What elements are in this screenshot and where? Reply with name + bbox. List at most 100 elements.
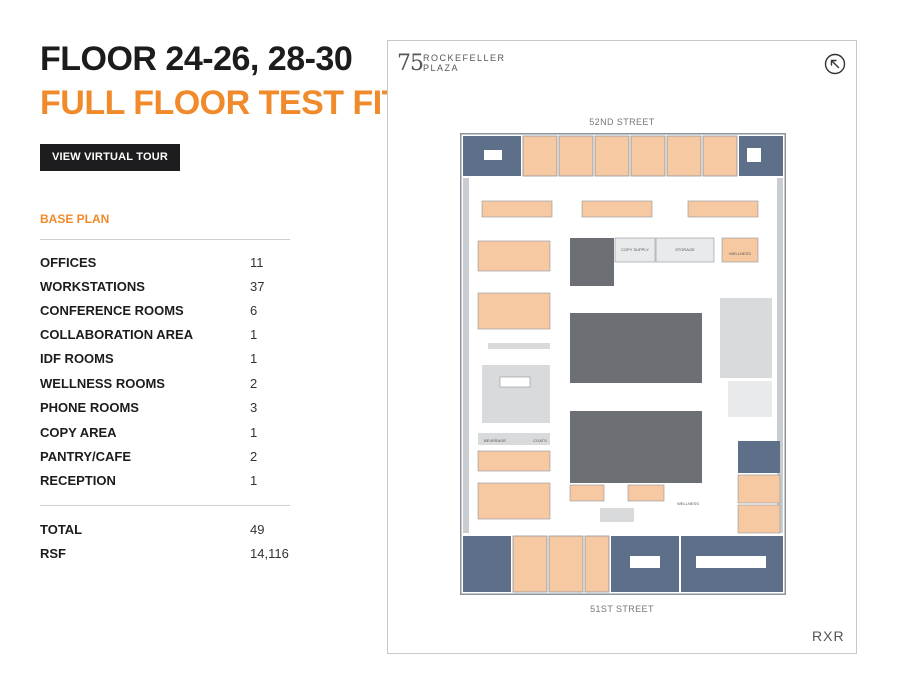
south-street-label: 51ST STREET xyxy=(590,604,654,614)
building-core xyxy=(570,237,772,483)
copy-supply-room xyxy=(614,237,656,263)
summary-row-offices: OFFICES 11 xyxy=(40,255,290,275)
pantry xyxy=(720,298,772,378)
storage-room xyxy=(655,237,715,263)
stair-core-north xyxy=(570,238,614,286)
summary-row-pantry-cafe: PANTRY/CAFE 2 xyxy=(40,449,290,469)
rxr-logo: RXR xyxy=(812,628,845,644)
total-label: TOTAL xyxy=(40,522,83,537)
row-value: 3 xyxy=(250,400,258,415)
building-name-line2: PLAZA xyxy=(423,63,460,73)
south-offices xyxy=(463,535,783,593)
collaboration-table xyxy=(499,376,531,388)
east-wall-band xyxy=(777,178,783,533)
west-wall-band xyxy=(463,178,469,533)
row-value: 1 xyxy=(250,327,258,342)
conference-table xyxy=(484,150,502,160)
summary-row-idf-rooms: IDF ROOMS 1 xyxy=(40,351,290,371)
building-name-line1: ROCKEFELLER xyxy=(423,53,506,63)
row-label: COPY AREA xyxy=(40,425,117,440)
elevator-bank-south xyxy=(570,411,702,483)
office xyxy=(512,535,548,593)
counter xyxy=(488,343,550,349)
page-subtitle-test-fit: FULL FLOOR TEST FIT xyxy=(40,84,402,122)
office xyxy=(630,135,666,177)
page-title-floor: FLOOR 24-26, 28-30 xyxy=(40,40,353,78)
collaboration-area xyxy=(482,365,550,423)
divider-bottom xyxy=(40,505,290,506)
row-value: 1 xyxy=(250,351,258,366)
north-offices xyxy=(463,135,783,177)
floor-plan-drawing: COPY SUPPLY STORAGE WELLNESS WELLNESS BE… xyxy=(460,133,786,595)
workstations-north xyxy=(481,200,759,218)
summary-row-phone-rooms: PHONE ROOMS 3 xyxy=(40,400,290,420)
total-value: 49 xyxy=(250,522,265,537)
workstation-cluster xyxy=(477,450,551,472)
divider-top xyxy=(40,239,290,240)
office xyxy=(737,474,781,504)
storage-label: STORAGE xyxy=(675,247,695,252)
base-plan-heading: BASE PLAN xyxy=(40,212,110,226)
office xyxy=(702,135,738,177)
arrow-up-left-circle-icon[interactable] xyxy=(824,53,846,75)
office xyxy=(548,535,584,593)
workstations-south xyxy=(569,484,665,502)
summary-row-conference-rooms: CONFERENCE ROOMS 6 xyxy=(40,303,290,323)
row-value: 11 xyxy=(250,255,264,270)
view-virtual-tour-button[interactable]: VIEW VIRTUAL TOUR xyxy=(40,144,180,171)
wellness-label-north: WELLNESS xyxy=(729,251,751,256)
beverage-coats xyxy=(478,433,550,445)
copy-supply-label: COPY SUPPLY xyxy=(621,247,649,252)
summary-row-copy-area: COPY AREA 1 xyxy=(40,425,290,445)
row-value: 2 xyxy=(250,449,258,464)
rsf-value: 14,116 xyxy=(250,546,289,561)
workstation-cluster xyxy=(477,240,551,272)
boardroom-table xyxy=(696,556,766,568)
summary-row-reception: RECEPTION 1 xyxy=(40,473,290,493)
workstation-cluster xyxy=(627,484,665,502)
row-value: 6 xyxy=(250,303,258,318)
conference-table xyxy=(747,148,761,162)
office xyxy=(666,135,702,177)
coats-label: COATS xyxy=(533,438,547,443)
row-label: RECEPTION xyxy=(40,473,116,488)
workstation-cluster xyxy=(477,292,551,330)
summary-row-wellness-rooms: WELLNESS ROOMS 2 xyxy=(40,376,290,396)
office xyxy=(737,504,781,534)
phone-room xyxy=(584,535,610,593)
row-label: OFFICES xyxy=(40,255,97,270)
rsf-label: RSF xyxy=(40,546,66,561)
row-value: 37 xyxy=(250,279,265,294)
summary-row-workstations: WORKSTATIONS 37 xyxy=(40,279,290,299)
workstation-cluster xyxy=(687,200,759,218)
row-value: 1 xyxy=(250,473,258,488)
row-value: 2 xyxy=(250,376,258,391)
office xyxy=(522,135,558,177)
row-label: WORKSTATIONS xyxy=(40,279,145,294)
row-label: CONFERENCE ROOMS xyxy=(40,303,184,318)
row-label: PANTRY/CAFE xyxy=(40,449,131,464)
workstations-west xyxy=(477,240,551,520)
building-number-logo: 75 xyxy=(397,51,424,76)
row-label: PHONE ROOMS xyxy=(40,400,139,415)
wellness-room-north xyxy=(721,237,759,263)
beverage-label: BEVERAGE xyxy=(484,438,506,443)
seating-area xyxy=(728,381,772,417)
elevator-bank-north xyxy=(570,313,702,383)
conference-table xyxy=(630,556,660,568)
workstation-cluster xyxy=(481,200,553,218)
workstation-cluster xyxy=(581,200,653,218)
workstation-cluster xyxy=(477,482,551,520)
summary-row-total: TOTAL 49 xyxy=(40,522,290,542)
office xyxy=(594,135,630,177)
row-value: 1 xyxy=(250,425,258,440)
summary-row-rsf: RSF 14,116 xyxy=(40,546,290,566)
north-street-label: 52ND STREET xyxy=(589,117,655,127)
row-label: IDF ROOMS xyxy=(40,351,114,366)
reception-desk xyxy=(600,508,634,522)
building-name-logo: ROCKEFELLER PLAZA xyxy=(423,53,506,73)
conference-room-sw xyxy=(463,536,511,592)
row-label: WELLNESS ROOMS xyxy=(40,376,165,391)
wellness-label-south: WELLNESS xyxy=(677,501,699,506)
